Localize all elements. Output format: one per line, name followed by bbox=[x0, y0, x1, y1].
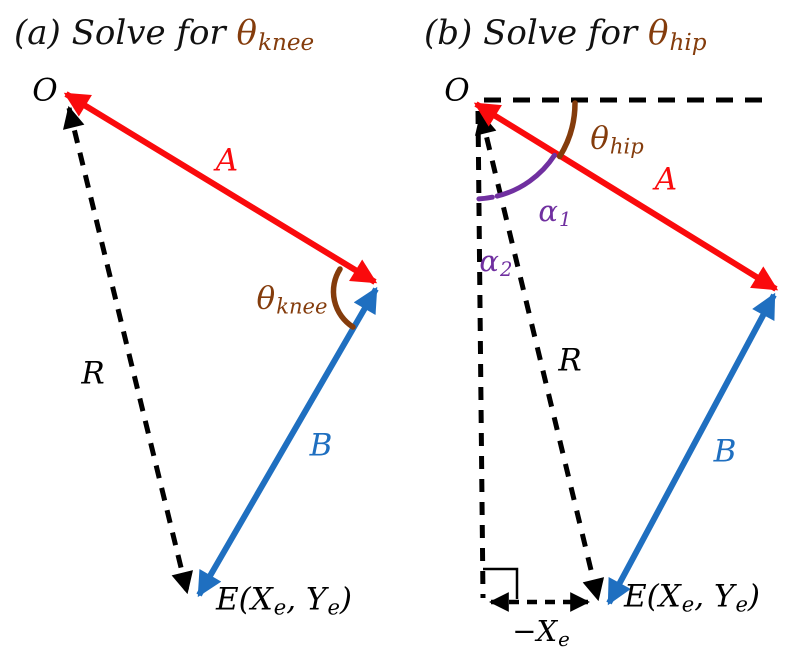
origin-label-b: O bbox=[444, 72, 470, 109]
vector-a-label-b: A bbox=[654, 161, 678, 198]
vector-b-arrow-b bbox=[606, 292, 777, 606]
theta-hip-label: θhip bbox=[590, 120, 644, 159]
vertical-construction-dashed-line bbox=[475, 110, 486, 599]
panel-b-title-text: (b) Solve for bbox=[424, 13, 648, 53]
vector-r-label-b: R bbox=[558, 342, 582, 379]
panel-b-title-theta: θhip bbox=[648, 13, 707, 56]
alpha2-arc bbox=[476, 194, 495, 202]
vector-a-label-a: A bbox=[215, 142, 239, 179]
theta-knee-label: θknee bbox=[256, 280, 328, 319]
vector-b-arrow-a bbox=[196, 286, 379, 598]
panel-a-diagram bbox=[63, 91, 379, 598]
panel-a-title-theta: θknee bbox=[236, 13, 315, 56]
vector-a-arrow-a bbox=[63, 91, 378, 285]
panel-a-title: (a) Solve for θknee bbox=[14, 13, 314, 57]
endpoint-label-b: E(Xe, Ye) bbox=[623, 578, 761, 617]
right-angle-mark bbox=[483, 567, 519, 599]
alpha2-label: α2 bbox=[479, 243, 513, 281]
alpha1-arc bbox=[494, 152, 557, 199]
vector-r-dashed-arrow-a bbox=[63, 105, 193, 595]
panel-a-title-text: (a) Solve for bbox=[14, 13, 237, 53]
alpha1-label: α1 bbox=[538, 193, 572, 231]
panel-b-diagram bbox=[473, 97, 779, 612]
panel-b-title: (b) Solve for θhip bbox=[424, 13, 707, 57]
vector-a-arrow-b bbox=[473, 101, 779, 292]
vector-b-label-a: B bbox=[309, 427, 333, 464]
neg-xe-label: −Xe bbox=[512, 613, 570, 651]
vector-b-label-b: B bbox=[713, 433, 737, 470]
origin-label-a: O bbox=[32, 72, 58, 109]
vector-r-label-a: R bbox=[81, 355, 105, 392]
endpoint-label-a: E(Xe, Ye) bbox=[215, 581, 353, 620]
theta-knee-arc bbox=[330, 266, 356, 330]
theta-hip-arc bbox=[556, 100, 578, 160]
